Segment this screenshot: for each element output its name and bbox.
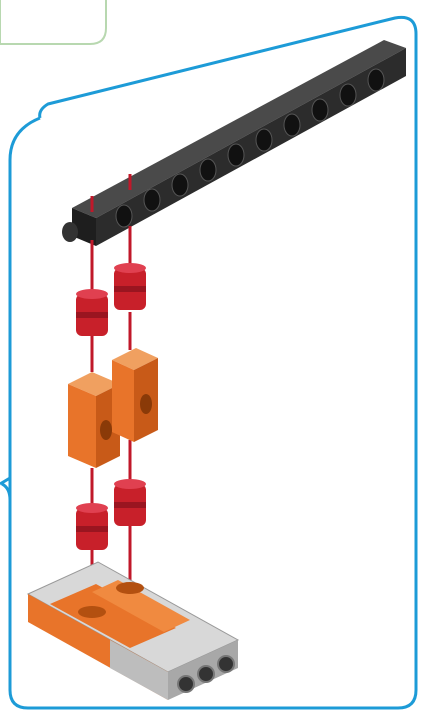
black-beam (62, 40, 406, 246)
red-pin-upper-right (114, 263, 146, 310)
red-pin-upper-left (76, 289, 108, 336)
orange-connector-right (112, 348, 158, 442)
red-pin-lower-right (114, 479, 146, 526)
base-plate (28, 562, 238, 700)
previous-step-panel (0, 0, 106, 44)
red-pin-lower-left (76, 503, 108, 550)
